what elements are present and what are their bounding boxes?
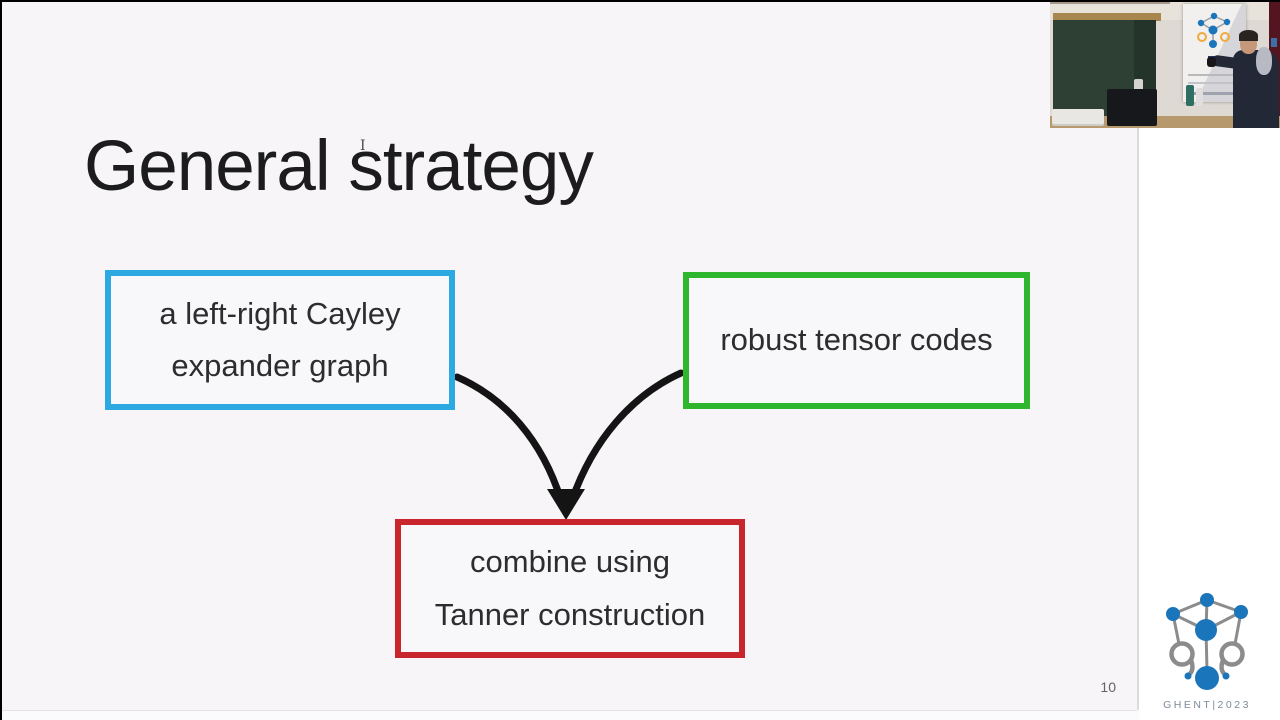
bottle	[1186, 85, 1194, 106]
node-label-line: combine using	[470, 544, 670, 580]
logo-wordmark: GHENT|2023	[1163, 699, 1251, 711]
monitor	[1107, 89, 1157, 126]
banner-text-line	[1188, 82, 1238, 84]
chalkboard-rail	[1053, 13, 1161, 21]
webcam-ceiling-shadow	[1050, 0, 1170, 4]
bottle	[1196, 88, 1203, 106]
slide-title: General strategy	[84, 127, 594, 206]
banner-sponsor-row	[1190, 92, 1234, 95]
page-number: 10	[1100, 679, 1116, 695]
panel-divider	[1137, 128, 1139, 710]
logo-graph-nodes	[1166, 593, 1248, 690]
letterbox-edge-top	[0, 0, 1280, 2]
arrow-left-curve	[453, 373, 565, 504]
node-tanner-construction: combine using Tanner construction	[395, 519, 745, 658]
speaker-hood	[1256, 47, 1272, 75]
arrow-right-curve	[568, 369, 685, 504]
node-expander-graph: a left-right Cayley expander graph	[105, 270, 455, 410]
qip-ghent-2023-logo: GHENT|2023	[1163, 593, 1251, 711]
node-label-line: a left-right Cayley	[159, 295, 401, 331]
presentation-slide: General strategy I a left-right Cayley e…	[0, 127, 1137, 711]
door-sign	[1271, 38, 1277, 47]
node-tensor-codes: robust tensor codes	[683, 272, 1030, 409]
arrowhead-down-icon	[547, 489, 585, 520]
desk-object	[1134, 79, 1143, 94]
letterbox-edge-left	[0, 0, 2, 720]
speaker-hand-pointer	[1207, 57, 1216, 67]
papers	[1052, 109, 1104, 124]
banner-text-line	[1188, 74, 1238, 76]
speaker-hair	[1239, 30, 1258, 41]
text-cursor-artifact: I	[360, 138, 366, 154]
banner-logo-icon	[1197, 12, 1231, 48]
node-label-line: expander graph	[171, 348, 389, 383]
node-label-line: Tanner construction	[434, 596, 706, 632]
node-label-line: robust tensor codes	[720, 322, 993, 358]
speaker-webcam	[1050, 0, 1280, 128]
